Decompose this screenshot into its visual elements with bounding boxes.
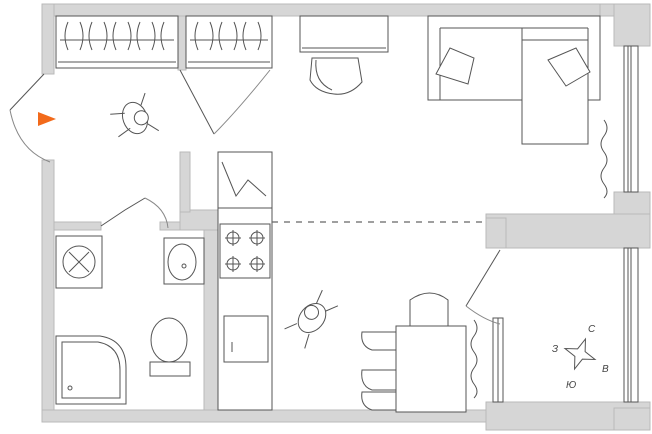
shower — [55, 335, 127, 405]
sofa — [427, 15, 601, 145]
entrance-marker-icon — [38, 112, 56, 126]
wardrobe-right — [185, 15, 273, 69]
desk-chair — [309, 57, 363, 95]
balcony-door[interactable] — [465, 249, 501, 325]
compass-icon: С З В Ю — [552, 324, 609, 391]
kitchen-fridge — [217, 151, 273, 209]
stove — [219, 223, 271, 279]
walls — [41, 3, 651, 431]
bathroom-sink — [163, 237, 205, 285]
wardrobe-left — [55, 15, 179, 69]
compass-east: В — [602, 364, 609, 375]
kitchen-sink — [223, 315, 269, 363]
compass-south: Ю — [566, 380, 576, 391]
dining-chairs — [361, 292, 449, 411]
dining-table — [395, 325, 467, 413]
entrance-door[interactable] — [9, 73, 56, 163]
washing-machine — [55, 235, 103, 289]
desk — [299, 15, 389, 53]
person-kitchen-icon — [284, 289, 339, 349]
windows — [470, 45, 639, 403]
person-hallway-icon — [110, 92, 160, 138]
compass-north: С — [588, 324, 596, 335]
compass-west: З — [552, 344, 558, 355]
toilet — [149, 317, 191, 377]
hallway-doors — [100, 69, 271, 229]
